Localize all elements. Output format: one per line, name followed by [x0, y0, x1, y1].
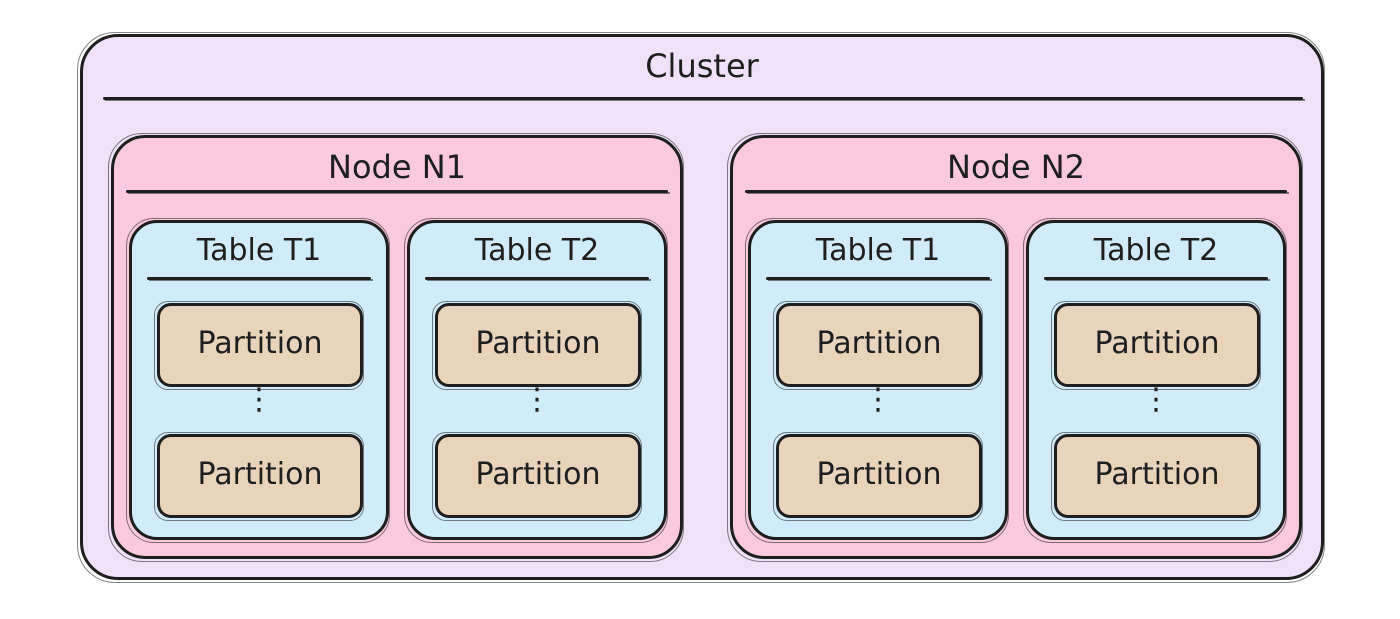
table-title: Table T1	[196, 233, 322, 268]
node-n2-box: Node N2 Table T1 Partition ⋮ Partition T…	[727, 133, 1303, 562]
partition-label: Partition	[197, 326, 323, 361]
node-title: Node N1	[328, 148, 466, 186]
table-divider	[766, 277, 992, 281]
cluster-divider	[103, 97, 1305, 101]
partition-label: Partition	[197, 457, 323, 492]
vertical-ellipsis: ⋮	[244, 382, 274, 417]
table-divider	[425, 277, 651, 281]
node-divider	[745, 190, 1289, 194]
table-title: Table T2	[1093, 233, 1219, 268]
table-t2-box: Table T2 Partition ⋮ Partition	[1023, 218, 1287, 543]
partition-label: Partition	[1094, 326, 1220, 361]
node-title: Node N2	[947, 148, 1085, 186]
partition-box: Partition	[432, 301, 642, 390]
partition-box: Partition	[1051, 432, 1261, 521]
cluster-box: Cluster Node N1 Table T1 Partition ⋮ Par…	[77, 32, 1325, 583]
table-t1-box: Table T1 Partition ⋮ Partition	[126, 218, 390, 543]
cluster-title: Cluster	[645, 47, 759, 85]
table-t1-box: Table T1 Partition ⋮ Partition	[745, 218, 1009, 543]
partition-box: Partition	[154, 301, 364, 390]
partition-label: Partition	[816, 457, 942, 492]
partition-label: Partition	[1094, 457, 1220, 492]
table-t2-box: Table T2 Partition ⋮ Partition	[404, 218, 668, 543]
table-divider	[1044, 277, 1270, 281]
vertical-ellipsis: ⋮	[1141, 382, 1171, 417]
partition-box: Partition	[432, 432, 642, 521]
partition-box: Partition	[1051, 301, 1261, 390]
table-title: Table T1	[815, 233, 941, 268]
vertical-ellipsis: ⋮	[863, 382, 893, 417]
node-n1-box: Node N1 Table T1 Partition ⋮ Partition T…	[108, 133, 684, 562]
partition-label: Partition	[475, 457, 601, 492]
partition-label: Partition	[816, 326, 942, 361]
partition-box: Partition	[773, 301, 983, 390]
partition-box: Partition	[154, 432, 364, 521]
node-divider	[126, 190, 670, 194]
vertical-ellipsis: ⋮	[522, 382, 552, 417]
partition-box: Partition	[773, 432, 983, 521]
table-divider	[147, 277, 373, 281]
partition-label: Partition	[475, 326, 601, 361]
table-title: Table T2	[474, 233, 600, 268]
